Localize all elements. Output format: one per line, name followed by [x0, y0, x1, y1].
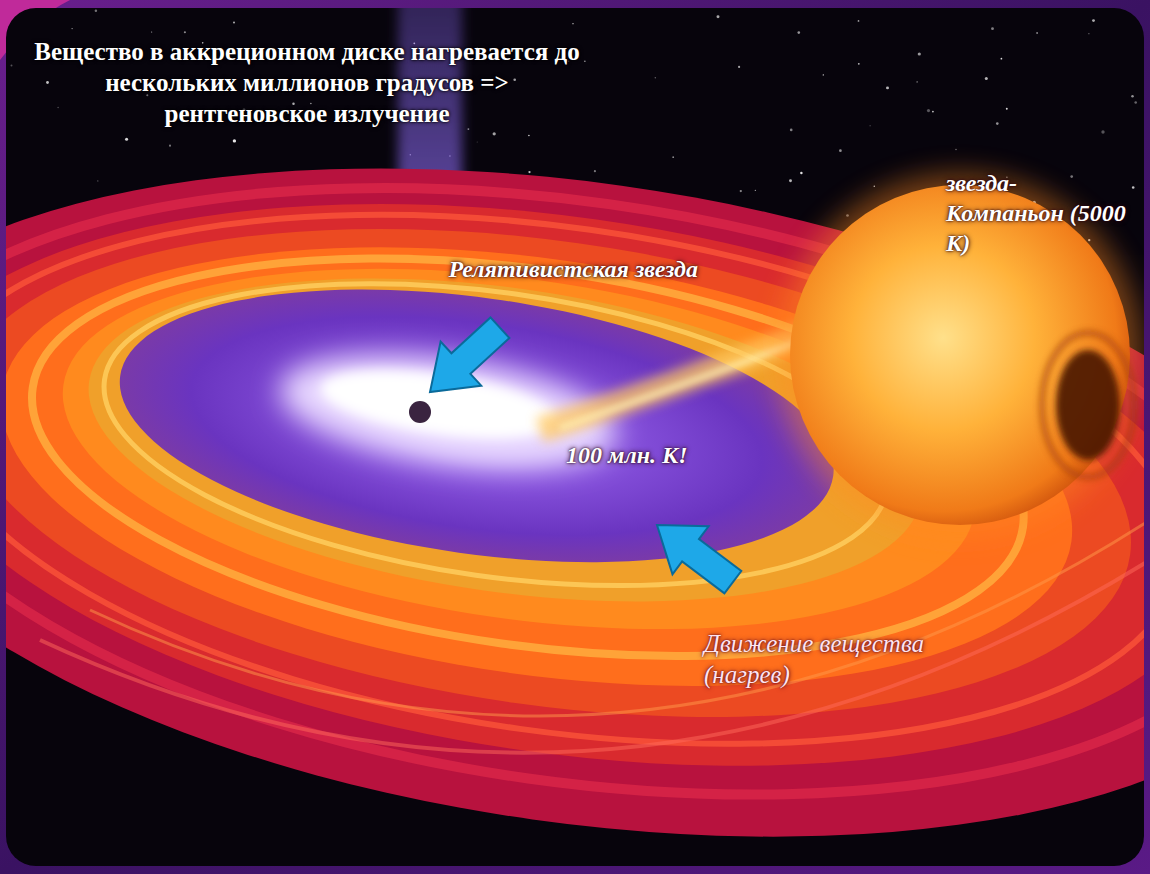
- star-dot: [655, 77, 657, 79]
- star-dot: [886, 86, 889, 89]
- star-dot: [738, 66, 740, 68]
- object-label: Релятивистская звезда: [420, 254, 698, 284]
- star-dot: [1101, 130, 1104, 133]
- star-dot: [1001, 58, 1003, 60]
- star-dot: [46, 81, 49, 84]
- star-dot: [985, 77, 988, 80]
- star-dot: [790, 129, 793, 132]
- star-dot: [184, 31, 186, 33]
- star-dot: [584, 61, 586, 63]
- star-dot: [797, 31, 800, 34]
- star-dot: [151, 31, 152, 32]
- star-dot: [11, 64, 13, 66]
- star-dot: [800, 172, 802, 174]
- star-dot: [755, 190, 756, 191]
- star-dot: [513, 79, 516, 82]
- star-dot: [717, 15, 720, 18]
- star-spot: [1056, 350, 1120, 460]
- motion-label: Движение вещества (нагрев): [704, 628, 969, 690]
- star-dot: [858, 63, 860, 65]
- star-dot: [932, 111, 934, 113]
- temperature-label: 100 млн. К!: [566, 440, 766, 470]
- relativistic-star: [409, 401, 431, 423]
- accretion-disk: [6, 80, 1144, 866]
- star-dot: [870, 125, 871, 126]
- star-dot: [1132, 186, 1135, 189]
- star-dot: [1088, 33, 1089, 34]
- star-dot: [572, 23, 573, 24]
- star-dot: [1070, 175, 1073, 178]
- star-dot: [789, 179, 792, 182]
- star-dot: [71, 28, 72, 29]
- star-dot: [125, 138, 128, 141]
- star-dot: [917, 81, 918, 82]
- star-dot: [493, 132, 496, 135]
- star-dot: [467, 128, 469, 130]
- companion-glow: [778, 173, 1142, 537]
- mass-stream-core: [560, 335, 815, 428]
- star-dot: [927, 109, 930, 112]
- companion-label: звезда- Компаньон (5000 К): [946, 168, 1126, 258]
- star-dot: [996, 122, 999, 125]
- disk-front-rings: [90, 520, 1144, 716]
- star-dot: [991, 27, 994, 30]
- star-dot: [528, 135, 530, 137]
- star-dot: [955, 149, 956, 150]
- heading: Вещество в аккреционном диске нагреваетс…: [22, 36, 592, 129]
- star-dot: [233, 139, 236, 142]
- star-dot: [528, 171, 530, 173]
- star-dot: [97, 180, 98, 181]
- star-dot: [740, 190, 742, 192]
- star-dot: [1092, 19, 1095, 22]
- star-dot: [1036, 32, 1038, 34]
- pointer-arrow: [639, 501, 751, 606]
- star-dot: [918, 52, 921, 55]
- star-dot: [874, 185, 876, 187]
- star-dot: [169, 145, 171, 147]
- star-spot-halo: [1042, 333, 1134, 477]
- star-dot: [594, 170, 596, 172]
- star-dot: [1131, 95, 1134, 98]
- star-dot: [823, 74, 824, 75]
- star-dot: [57, 107, 58, 108]
- star-dot: [233, 21, 235, 23]
- star-dot: [672, 156, 674, 158]
- star-dot: [1134, 101, 1137, 104]
- mass-stream: [540, 330, 820, 430]
- star-dot: [839, 149, 842, 152]
- star-dot: [95, 9, 97, 11]
- star-dot: [1006, 108, 1008, 110]
- pointer-arrow: [410, 306, 521, 414]
- star-dot: [477, 142, 478, 143]
- star-dot: [858, 20, 860, 22]
